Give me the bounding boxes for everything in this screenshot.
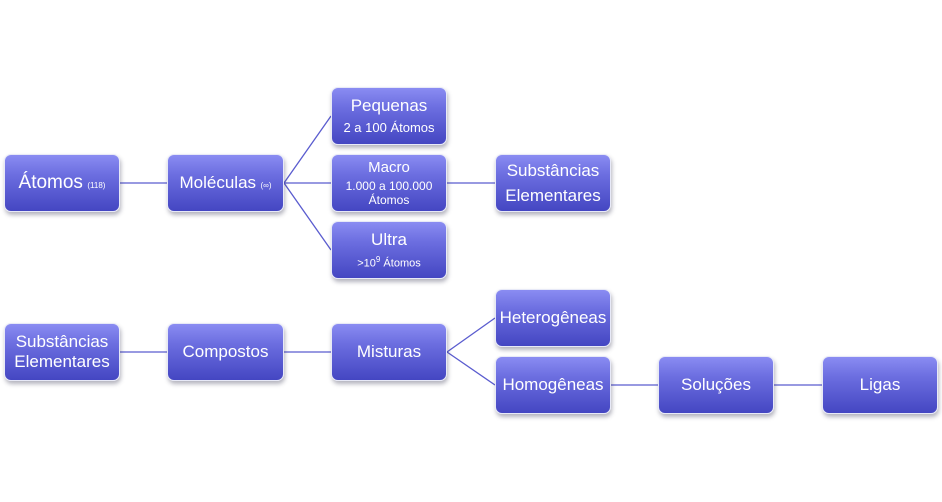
- node-heterogeneas: Heterogêneas: [495, 289, 611, 347]
- node-macro: Macro 1.000 a 100.000 Átomos: [331, 154, 447, 212]
- homogeneas-label: Homogêneas: [502, 375, 604, 395]
- node-homogeneas: Homogêneas: [495, 356, 611, 414]
- ultra-detail-suffix: Átomos: [380, 257, 421, 270]
- substancias-row1-line2: Elementares: [505, 185, 601, 205]
- connector-moleculas-pequenas: [283, 115, 332, 184]
- moleculas-label: Moléculas: [179, 172, 257, 192]
- node-ligas: Ligas: [822, 356, 938, 414]
- connector-moleculas-ultra: [283, 182, 332, 251]
- node-moleculas: Moléculas (∞): [167, 154, 284, 212]
- substancias-row2-line2: Elementares: [14, 352, 110, 371]
- moleculas-count: (∞): [260, 180, 272, 190]
- node-compostos: Compostos: [167, 323, 284, 381]
- compostos-label: Compostos: [182, 342, 269, 362]
- pequenas-title: Pequenas: [350, 95, 428, 115]
- node-substancias-row1: Substâncias Elementares: [495, 154, 611, 212]
- pequenas-detail: 2 a 100 Átomos: [343, 120, 435, 136]
- connector-misturas-homogeneas: [446, 351, 496, 386]
- ultra-title: Ultra: [371, 229, 407, 249]
- atomos-label: Átomos: [18, 172, 83, 194]
- ligas-label: Ligas: [859, 375, 901, 395]
- node-pequenas: Pequenas 2 a 100 Átomos: [331, 87, 447, 145]
- ultra-detail-prefix: >10: [357, 257, 376, 270]
- macro-detail-unit: Átomos: [368, 193, 410, 208]
- misturas-label: Misturas: [356, 342, 422, 362]
- node-solucoes: Soluções: [658, 356, 774, 414]
- substancias-row1-line1: Substâncias: [506, 160, 600, 180]
- heterogeneas-label: Heterogêneas: [499, 308, 607, 328]
- node-ultra: Ultra >109 Átomos: [331, 221, 447, 279]
- macro-detail-range: 1.000 a 100.000: [345, 179, 433, 194]
- atomos-count: (118): [87, 181, 106, 191]
- solucoes-label: Soluções: [681, 375, 751, 395]
- node-substancias-row2: Substâncias Elementares: [4, 323, 120, 381]
- ultra-detail-exponent: 9: [375, 255, 381, 265]
- substancias-row2-line1: Substâncias: [15, 332, 109, 352]
- connector-misturas-heterogeneas: [446, 317, 496, 353]
- macro-title: Macro: [368, 159, 410, 176]
- node-atomos: Átomos (118): [4, 154, 120, 212]
- node-misturas: Misturas: [331, 323, 447, 381]
